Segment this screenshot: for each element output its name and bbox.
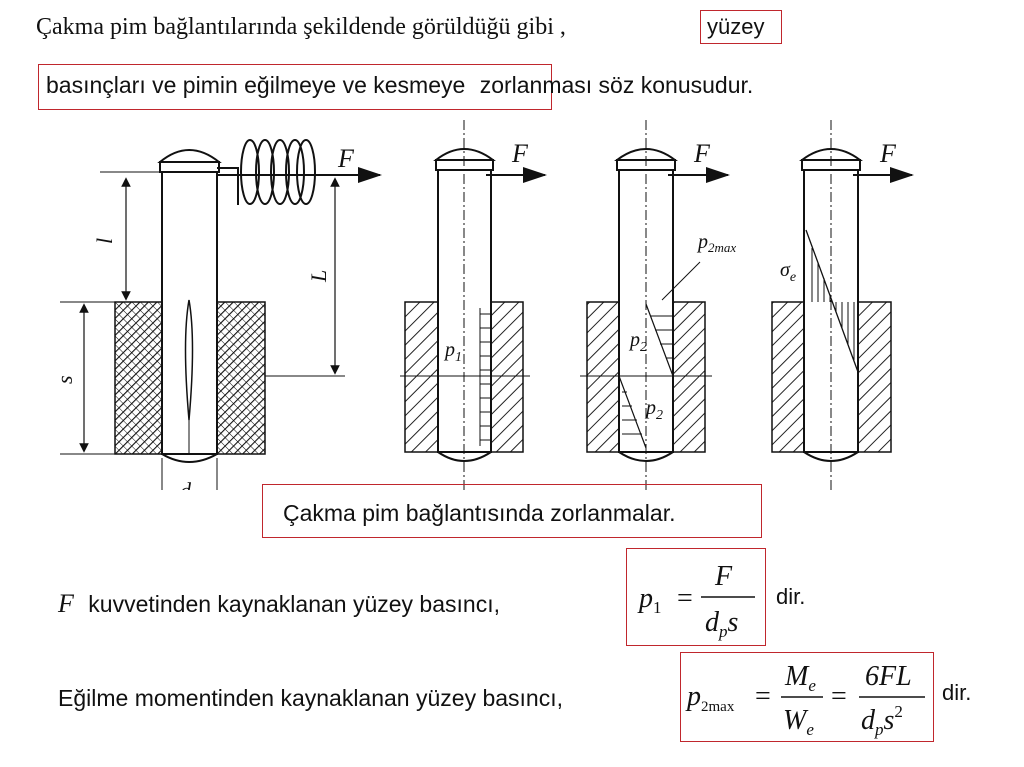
dim-s-label: s — [52, 375, 77, 384]
formula2-equation: p2max = Me We = 6FL dps2 — [685, 661, 925, 739]
svg-text:Me: Me — [784, 661, 816, 695]
p2-lower-label: p2 — [644, 397, 663, 423]
svg-text:=: = — [831, 681, 847, 712]
dim-dp-label: dp — [180, 478, 199, 490]
intro-line: Çakma pim bağlantılarında şekildende gör… — [36, 14, 566, 40]
p2max-label: p2max — [696, 231, 736, 255]
formula1-label: F kuvvetinden kaynaklanan yüzey basıncı, — [58, 589, 500, 619]
second-line: basınçları ve pimin eğilmeye ve kesmeye … — [46, 72, 753, 99]
dim-L-label: L — [306, 270, 331, 283]
force-label-3: F — [693, 139, 711, 168]
svg-text:=: = — [677, 583, 693, 614]
caption-box — [262, 484, 762, 538]
p1-label: p1 — [443, 339, 462, 365]
formula2-suffix: dir. — [942, 680, 972, 705]
highlight-box-yuzey: yüzey — [700, 10, 782, 44]
formula1-box: p1 = F dps — [626, 548, 766, 646]
svg-text:6FL: 6FL — [865, 661, 912, 692]
force-label-1: F — [337, 144, 355, 173]
force-label-4: F — [879, 139, 897, 168]
svg-text:dps2: dps2 — [861, 702, 903, 739]
view-2-p1 — [400, 120, 547, 490]
highlight-box-line2 — [38, 64, 552, 110]
sigma-e-label: σe — [780, 259, 796, 285]
formula1-equation: p1 = F dps — [637, 561, 755, 641]
pin-joint-figure: F F F F l L s dp p1 p2 p2 p2max σe — [52, 120, 914, 490]
svg-text:dps: dps — [705, 607, 739, 641]
svg-text:p1: p1 — [637, 583, 662, 617]
formula2-label: Eğilme momentinden kaynaklanan yüzey bas… — [58, 685, 564, 711]
p2-upper-label: p2 — [628, 329, 647, 355]
formula1-suffix: dir. — [776, 584, 806, 609]
view-1-assembly — [60, 139, 382, 490]
view-3-p2 — [580, 120, 730, 490]
svg-text:p2max: p2max — [685, 681, 735, 715]
view-4-sigma — [771, 120, 914, 490]
highlight-word: yüzey — [707, 14, 765, 39]
formula2-box: p2max = Me We = 6FL dps2 — [680, 652, 934, 742]
svg-text:=: = — [755, 681, 771, 712]
line2-rest-text: zorlanması söz konusudur. — [479, 72, 754, 98]
dim-l-label: l — [92, 238, 117, 244]
formula1-text: kuvvetinden kaynaklanan yüzey basıncı, — [88, 591, 500, 617]
figure-caption: Çakma pim bağlantısında zorlanmalar. — [283, 500, 676, 526]
svg-text:We: We — [783, 705, 814, 739]
svg-text:F: F — [714, 561, 733, 592]
formula1-symbol: F — [58, 589, 74, 618]
force-label-2: F — [511, 139, 529, 168]
line2-boxed-text: basınçları ve pimin eğilmeye ve kesmeye — [46, 72, 466, 98]
